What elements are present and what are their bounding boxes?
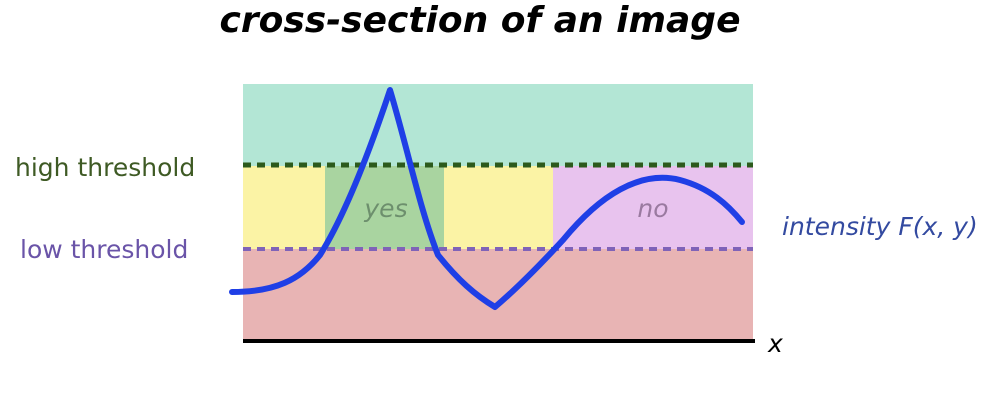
intensity-label: intensity F(x, y) xyxy=(782,212,978,241)
diagram-title: cross-section of an image xyxy=(220,0,741,41)
no-label: no xyxy=(637,194,668,223)
x-axis-label: x xyxy=(767,329,783,358)
below-low-threshold-region xyxy=(243,249,753,340)
high-threshold-label: high threshold xyxy=(15,153,195,182)
yes-label: yes xyxy=(363,194,407,223)
intensity-curve xyxy=(229,87,745,310)
low-threshold-label: low threshold xyxy=(20,235,188,264)
above-high-threshold-region xyxy=(243,84,753,166)
